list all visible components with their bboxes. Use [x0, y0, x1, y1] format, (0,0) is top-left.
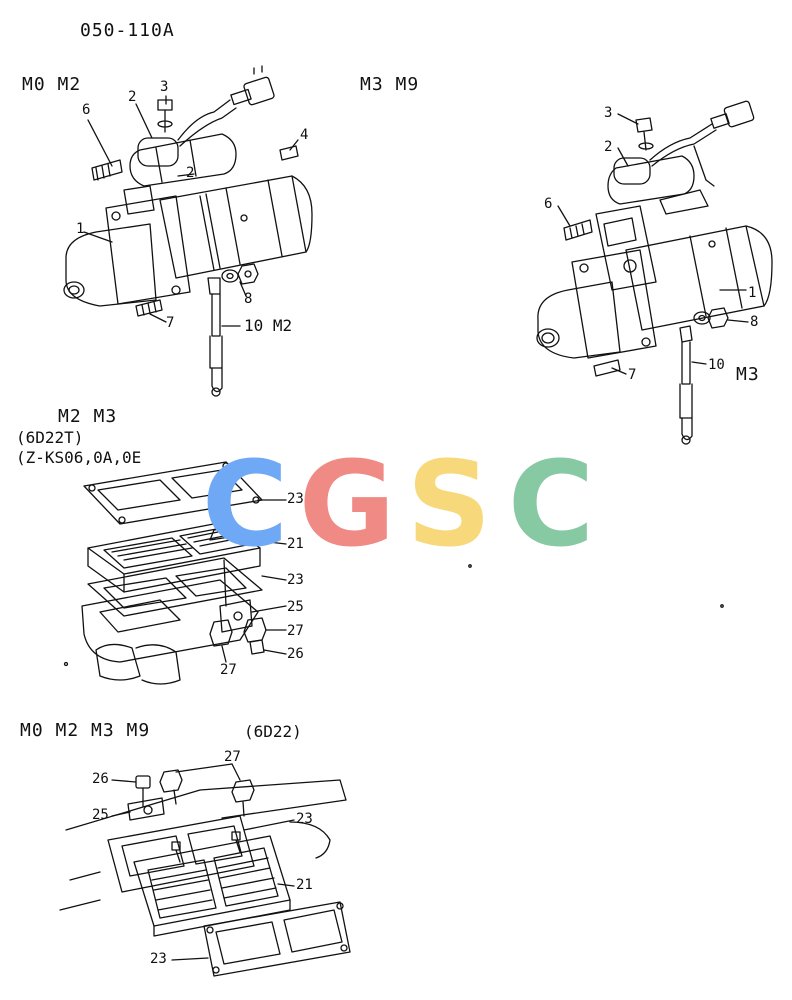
- callout-3: 3: [160, 79, 169, 95]
- watermark-letter: G: [299, 447, 396, 555]
- callout-2: 2: [128, 89, 137, 105]
- section-heading-heater-top: M2 M3: [58, 406, 118, 427]
- callout-25: 25: [287, 599, 304, 615]
- callout-26: 26: [92, 771, 109, 787]
- callout-3: 3: [604, 105, 613, 121]
- callout-6: 6: [544, 196, 553, 212]
- intake-heater-bottom: [59, 763, 351, 977]
- callout-6: 6: [82, 102, 91, 118]
- callout-21: 21: [287, 536, 304, 552]
- starter-motor-left: [63, 65, 313, 397]
- section-heading-starter-left: M0 M2: [22, 74, 82, 95]
- callout-26: 26: [287, 646, 304, 662]
- callout-10: 10: [708, 357, 725, 373]
- callout-23: 23: [287, 572, 304, 588]
- callout-1: 1: [76, 221, 85, 237]
- callout-7: 7: [628, 367, 637, 383]
- watermark-letter: C: [508, 447, 595, 555]
- section-heading-starter-right: M3 M9: [360, 74, 420, 95]
- callout-10-m2: 10 M2: [244, 316, 293, 335]
- callout-m3: M3: [736, 364, 760, 385]
- section-subheading-model: (6D22T): [16, 428, 84, 447]
- callout-23: 23: [287, 491, 304, 507]
- intake-heater-top: [63, 461, 287, 685]
- watermark-letter: C: [202, 447, 289, 555]
- starter-motor-right: [536, 100, 773, 445]
- callout-4: 4: [300, 127, 309, 143]
- callout-27: 27: [287, 623, 304, 639]
- section-note-heater-bottom: (6D22): [244, 722, 302, 741]
- callout-1: 1: [748, 285, 757, 301]
- callout-2: 2: [604, 139, 613, 155]
- callout-8: 8: [750, 314, 759, 330]
- callout-7: 7: [166, 315, 175, 331]
- callout-2: 2: [186, 165, 195, 181]
- callout-27: 27: [220, 662, 237, 678]
- section-subheading-variants: (Z-KS06,0A,0E: [16, 448, 142, 467]
- callout-27: 27: [224, 749, 241, 765]
- watermark-letter: S: [407, 447, 492, 555]
- section-heading-heater-bottom: M0 M2 M3 M9: [20, 720, 151, 741]
- callout-23: 23: [150, 951, 167, 967]
- callout-21: 21: [296, 877, 313, 893]
- diagram-code: 050-110A: [80, 20, 175, 41]
- callout-8: 8: [244, 291, 253, 307]
